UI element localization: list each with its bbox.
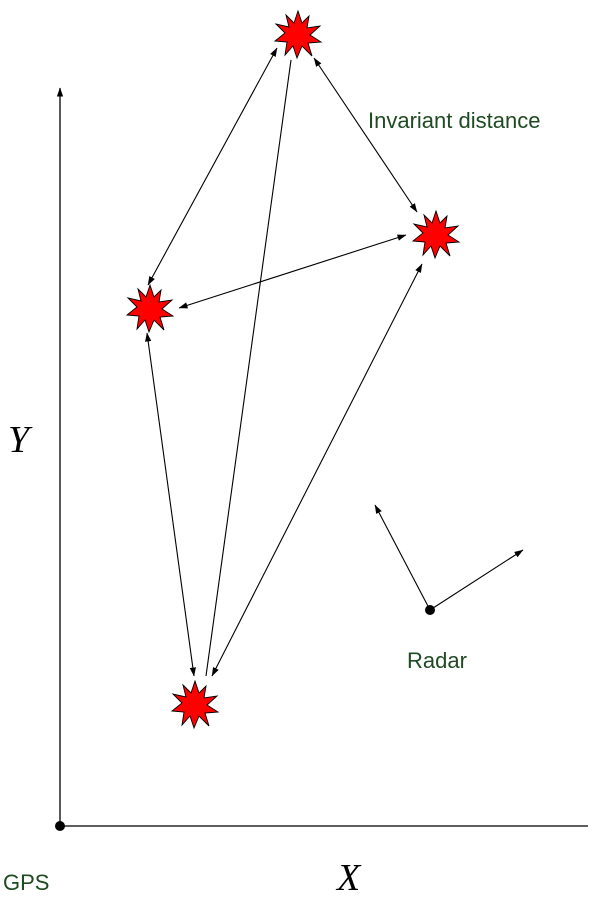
radar xyxy=(374,504,524,615)
invariant-distance-label: Invariant distance xyxy=(368,108,540,133)
radar-dot-icon xyxy=(425,605,435,615)
target-right-starburst-icon xyxy=(412,210,460,259)
distance-arrows xyxy=(145,47,423,677)
radar-label: Radar xyxy=(407,648,467,673)
y-axis-label: Y xyxy=(8,419,33,461)
arrow-top-right xyxy=(313,57,418,213)
target-top-starburst-icon xyxy=(274,10,322,59)
target-left-starburst-icon xyxy=(126,284,174,333)
arrow-bottom-right xyxy=(211,263,423,677)
labels: Invariant distance Radar GPS X Y xyxy=(3,108,540,897)
gps-label: GPS xyxy=(3,870,49,895)
radar-axis-a xyxy=(374,504,431,611)
arrow-left-right xyxy=(178,234,407,309)
gps-origin-dot-icon xyxy=(55,821,65,831)
target-bottom-starburst-icon xyxy=(171,680,219,729)
arrow-top-left xyxy=(147,47,278,286)
radar-axis-b xyxy=(429,549,524,611)
line-top-bottom xyxy=(205,59,292,677)
x-axis-label: X xyxy=(335,857,362,897)
axes xyxy=(55,87,588,831)
arrow-left-bottom xyxy=(145,332,196,677)
